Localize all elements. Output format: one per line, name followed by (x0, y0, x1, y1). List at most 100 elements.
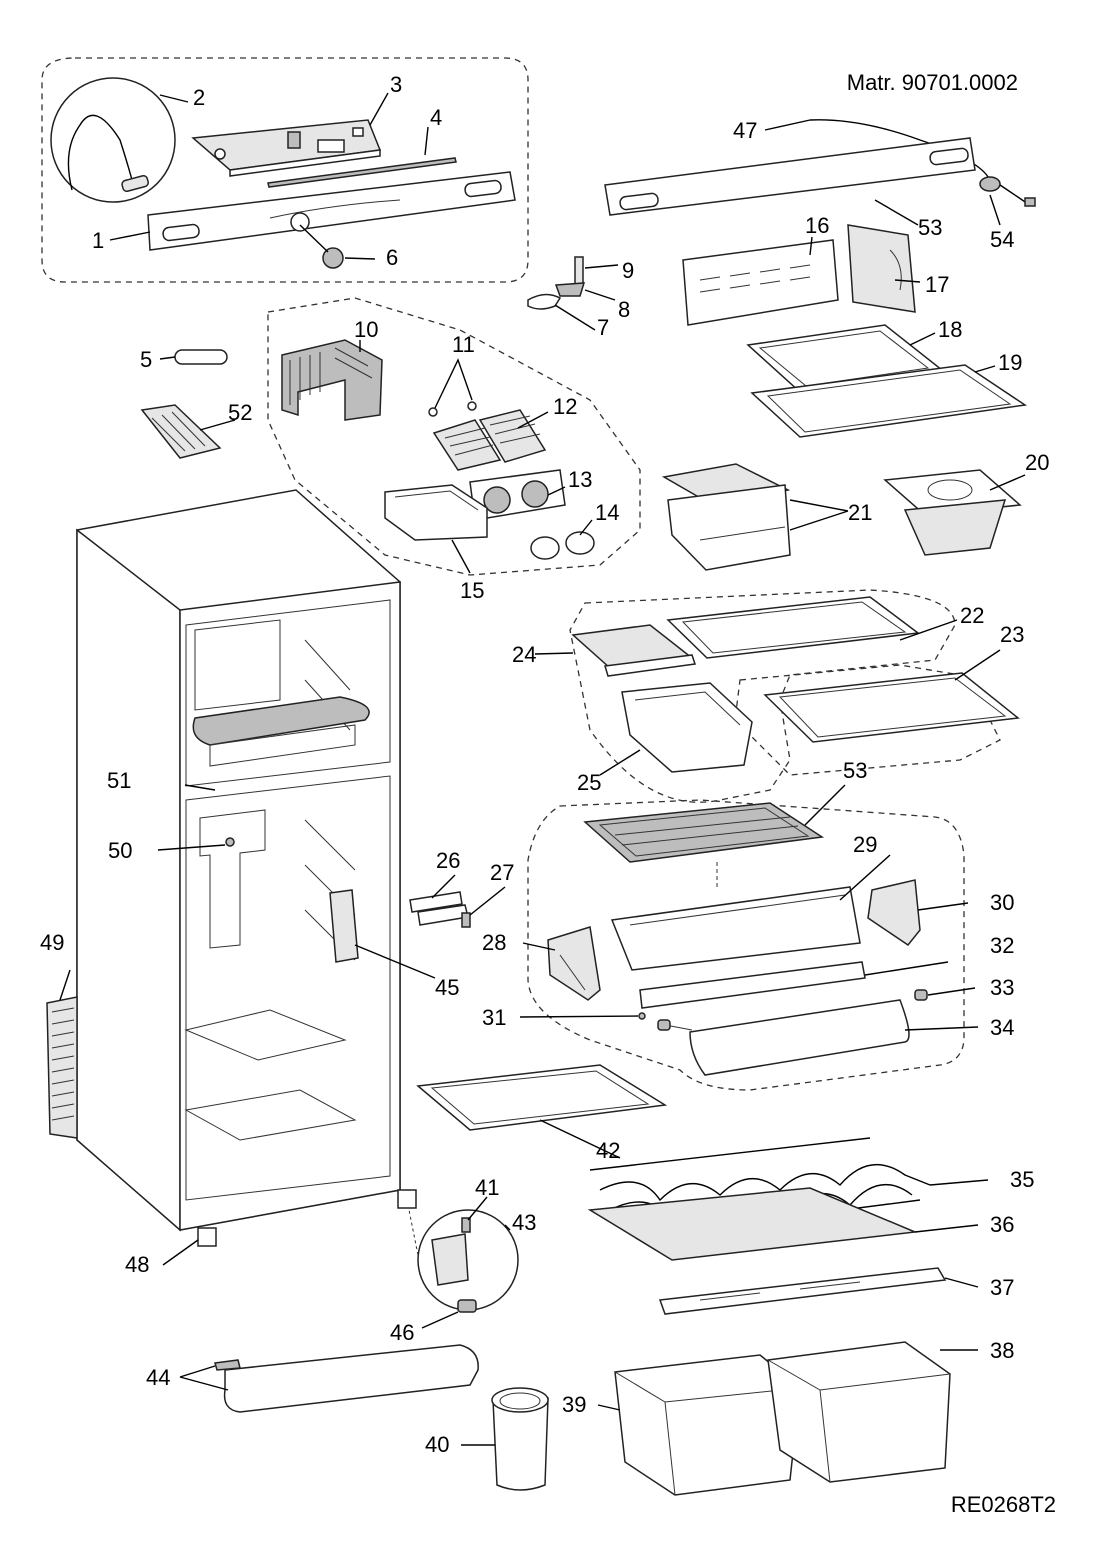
callout-52: 52 (228, 400, 252, 425)
callout-26: 26 (436, 848, 460, 873)
leader-lines (59, 92, 1026, 1446)
callout-6: 6 (386, 245, 398, 270)
callout-53-crisper: 53 (843, 758, 867, 783)
callout-10: 10 (354, 317, 378, 342)
callout-4: 4 (430, 105, 442, 130)
part-9-screw (574, 256, 584, 286)
callout-18: 18 (938, 317, 962, 342)
callout-22: 22 (960, 603, 984, 628)
callout-39: 39 (562, 1392, 586, 1417)
callout-2: 2 (193, 85, 205, 110)
callout-43: 43 (512, 1210, 536, 1235)
callout-14: 14 (595, 500, 619, 525)
part-42-glass-shelf (416, 1064, 668, 1131)
callout-45: 45 (435, 975, 459, 1000)
callout-labels: 1 2 3 4 5 6 7 8 9 10 11 12 13 14 15 16 1… (40, 72, 1049, 1457)
part-27-hinge-pin (417, 904, 471, 928)
part-28-drawer-bracket (547, 926, 601, 1001)
callout-49: 49 (40, 930, 64, 955)
part-38-crisper-drawer (767, 1341, 951, 1483)
callout-16: 16 (805, 213, 829, 238)
callout-31: 31 (482, 1005, 506, 1030)
part-29-drawer (610, 862, 861, 971)
part-33-screw (914, 989, 928, 1001)
part-31-screw (638, 1012, 646, 1020)
callout-53-top: 53 (918, 215, 942, 240)
callout-9: 9 (622, 258, 634, 283)
part-24-shelf-cover (571, 624, 696, 677)
part-11-springs (428, 401, 477, 417)
callout-15: 15 (460, 578, 484, 603)
part-19-glass-shelf-frame (750, 364, 1028, 438)
part-48-leveling-foot (197, 1189, 417, 1247)
part-36-glass-plate (587, 1187, 918, 1261)
part-52-grille (140, 404, 222, 459)
part-5-bumper (174, 349, 228, 365)
drawing-code: RE0268T2 (950, 1492, 1056, 1517)
callout-50: 50 (108, 838, 132, 863)
part-4-light-strip (267, 157, 457, 188)
callout-17: 17 (925, 272, 949, 297)
callout-33: 33 (990, 975, 1014, 1000)
part-12-ice-trays (432, 409, 547, 471)
part-8-clip (554, 282, 586, 297)
group-outline-control-panel (41, 57, 529, 283)
part-53-crisper-cover (583, 802, 825, 863)
callout-41: 41 (475, 1175, 499, 1200)
callout-46: 46 (390, 1320, 414, 1345)
part-15-ice-tray (384, 484, 488, 541)
part-20-egg-tray (883, 469, 1022, 556)
part-40-egg-cup (491, 1387, 549, 1491)
part-7-lamp-cover (527, 293, 562, 310)
group-outline-shelf-box (569, 589, 956, 803)
callout-21: 21 (848, 500, 872, 525)
callout-19: 19 (998, 350, 1022, 375)
part-22-glass-shelf (666, 596, 920, 659)
callout-11: 11 (452, 332, 475, 357)
part-17-side-plate (847, 224, 916, 313)
callout-51: 51 (107, 768, 131, 793)
part-21-container-with-lid (661, 463, 791, 571)
callout-35: 35 (1010, 1167, 1034, 1192)
part-43-hinge-detail (417, 1209, 519, 1313)
part-47-cable (809, 119, 991, 181)
callout-47: 47 (733, 118, 757, 143)
callout-7: 7 (597, 315, 609, 340)
part-53-top-cover (604, 137, 976, 216)
part-44-base-grille (214, 1344, 479, 1413)
callout-13: 13 (568, 467, 592, 492)
callout-25: 25 (577, 770, 601, 795)
group-outline-crisper-cover (734, 664, 1001, 776)
part-16-lamp-cover (682, 239, 839, 326)
group-outline-ice-trays (267, 297, 641, 576)
part-30-drawer-bracket (867, 879, 921, 947)
part-23-glass-shelf (763, 672, 1020, 743)
part-2-temperature-sensor (50, 77, 176, 203)
part-14-caps (530, 531, 595, 560)
part-34-drawer-front (657, 999, 910, 1076)
callout-1: 1 (92, 228, 104, 253)
callout-24: 24 (512, 642, 536, 667)
part-54-door-switch (979, 176, 1036, 207)
callout-32: 32 (990, 933, 1014, 958)
callout-37: 37 (990, 1275, 1014, 1300)
part-3-control-board (191, 119, 382, 177)
part-49-condenser (46, 996, 78, 1139)
part-13-ice-dispenser-frame (469, 469, 566, 521)
callout-12: 12 (553, 394, 577, 419)
callout-20: 20 (1025, 450, 1049, 475)
part-10-ice-rack (281, 339, 383, 421)
part-39-crisper-drawer (614, 1354, 801, 1496)
part-1-control-panel (147, 171, 516, 251)
callout-5: 5 (140, 347, 152, 372)
callout-29: 29 (853, 832, 877, 857)
callout-38: 38 (990, 1338, 1014, 1363)
group-outline-drawer-assembly (527, 799, 965, 1091)
callout-8: 8 (618, 297, 630, 322)
part-6-thermostat-knob (299, 224, 344, 269)
material-number: Matr. 90701.0002 (846, 70, 1018, 95)
callout-54: 54 (990, 227, 1014, 252)
part-26-hinge-plate (409, 891, 463, 913)
callout-44: 44 (146, 1365, 170, 1390)
